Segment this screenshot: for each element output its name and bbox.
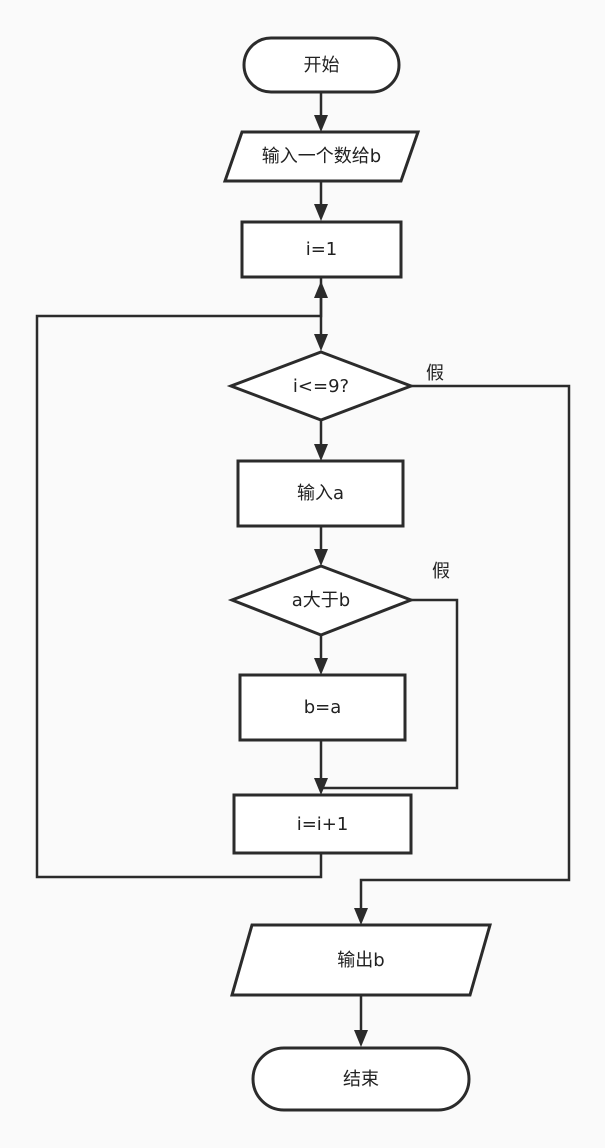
- node-input-b-label: 输入一个数给b: [262, 146, 381, 167]
- edge-cond-a-to-assign-b: [314, 635, 328, 675]
- node-incr-i: i=i+1: [232, 793, 413, 855]
- node-end-label: 结束: [343, 1069, 379, 1090]
- node-input-a: 输入a: [236, 459, 405, 528]
- node-cond-i: i<=9?: [226, 350, 416, 422]
- edge-label-cond-i-false: 假: [426, 363, 444, 384]
- node-init-i: i=1: [240, 220, 403, 279]
- edge-cond-i-to-input-a: [314, 420, 328, 461]
- edge-start-to-input-b: [314, 92, 328, 132]
- node-input-b: 输入一个数给b: [222, 130, 421, 183]
- node-assign-b-label: b=a: [304, 697, 342, 718]
- node-input-a-label: 输入a: [297, 483, 344, 504]
- node-cond-a: a大于b: [227, 564, 416, 637]
- node-cond-a-label: a大于b: [292, 590, 350, 611]
- edge-label-cond-a-false: 假: [432, 561, 450, 582]
- node-output-b-label: 输出b: [337, 950, 384, 971]
- node-start: 开始: [242, 36, 401, 94]
- node-incr-i-label: i=i+1: [297, 814, 349, 835]
- node-assign-b: b=a: [238, 673, 407, 742]
- node-start-label: 开始: [304, 55, 340, 76]
- edge-input-b-to-init-i: [314, 181, 328, 221]
- edge-cond-a-false-to-incr-i: [314, 598, 459, 795]
- node-output-b: 输出b: [230, 923, 492, 997]
- edge-input-a-to-cond-a: [314, 526, 328, 566]
- edge-output-b-to-end: [354, 995, 368, 1047]
- node-cond-i-label: i<=9?: [293, 376, 349, 397]
- node-end: 结束: [251, 1046, 471, 1112]
- edge-cond-i-false-to-output-b: [354, 384, 571, 925]
- edge-incr-i-loop-to-cond-i: [35, 281, 328, 879]
- node-init-i-label: i=1: [306, 239, 338, 260]
